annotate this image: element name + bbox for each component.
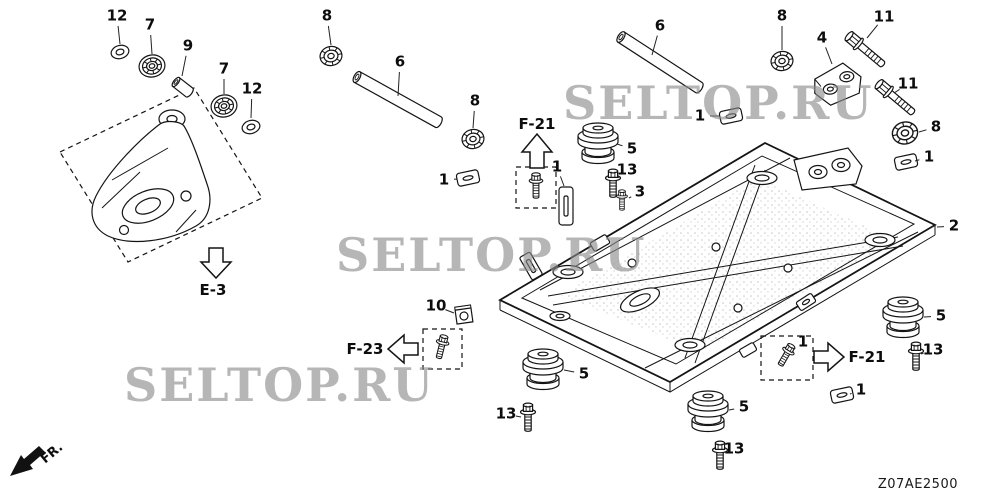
part-callout-9[interactable]: 9 — [182, 36, 194, 55]
part-callout-6[interactable]: 6 — [654, 16, 666, 35]
leader-line — [918, 129, 927, 133]
part-callout-11[interactable]: 11 — [897, 74, 919, 93]
part-callout-12[interactable]: 12 — [241, 79, 263, 98]
part-callout-13[interactable]: 13 — [922, 340, 944, 359]
f21-right-arrow-icon — [813, 341, 846, 373]
part-callout-13[interactable]: 13 — [495, 404, 517, 423]
part-callout-1[interactable]: 1 — [551, 157, 563, 176]
part-callout-7[interactable]: 7 — [144, 15, 156, 34]
reference-label-f-21[interactable]: F-21 — [518, 115, 556, 133]
part-callout-1[interactable]: 1 — [438, 170, 450, 189]
leader-line — [559, 176, 565, 187]
part-callout-1[interactable]: 1 — [855, 380, 867, 399]
engine-bed-plate-part — [498, 141, 937, 393]
e3-down-arrow-icon — [199, 247, 233, 280]
leader-line — [515, 415, 522, 418]
leader-line — [866, 24, 879, 39]
leader-line — [327, 25, 332, 46]
f21-right-fastener-box — [760, 335, 814, 381]
leader-line — [628, 196, 632, 199]
leader-line — [150, 34, 153, 55]
reference-label-f-23[interactable]: F-23 — [346, 340, 384, 358]
part-callout-1[interactable]: 1 — [797, 332, 809, 351]
leader-line — [181, 55, 187, 77]
part-callout-8[interactable]: 8 — [776, 6, 788, 25]
part-callout-1[interactable]: 1 — [923, 147, 935, 166]
leader-line — [445, 309, 455, 314]
f23-fastener-box — [422, 328, 463, 370]
reference-label-f-21[interactable]: F-21 — [848, 348, 886, 366]
leader-line — [651, 35, 658, 56]
part-callout-13[interactable]: 13 — [723, 439, 745, 458]
leader-line — [563, 369, 575, 373]
part-callout-13[interactable]: 13 — [616, 160, 638, 179]
part-callout-4[interactable]: 4 — [816, 28, 828, 47]
part-callout-8[interactable]: 8 — [469, 91, 481, 110]
leader-lines — [117, 24, 945, 454]
leader-line — [617, 176, 620, 179]
front-direction-arrow — [10, 446, 45, 476]
leader-line — [616, 143, 623, 147]
part-callout-2[interactable]: 2 — [948, 216, 960, 235]
leader-line — [792, 347, 796, 351]
part-callout-3[interactable]: 3 — [634, 182, 646, 201]
part-callout-12[interactable]: 12 — [106, 6, 128, 25]
leader-line — [920, 352, 924, 355]
part-callout-1[interactable]: 1 — [694, 106, 706, 125]
leader-line — [825, 47, 833, 65]
leader-line — [728, 408, 735, 411]
leader-line — [397, 71, 400, 97]
leader-line — [849, 392, 852, 395]
leader-line — [472, 110, 475, 129]
f23-left-arrow-icon — [386, 333, 419, 365]
part-callout-5[interactable]: 5 — [626, 139, 638, 158]
e3-bracket-part — [91, 109, 211, 243]
leader-line — [250, 98, 253, 119]
f21-up-arrow-icon — [520, 132, 554, 169]
leader-line — [914, 159, 920, 162]
part-callout-10[interactable]: 10 — [425, 296, 447, 315]
part-callout-8[interactable]: 8 — [321, 6, 333, 25]
part-callout-7[interactable]: 7 — [218, 59, 230, 78]
part-callout-5[interactable]: 5 — [738, 397, 750, 416]
diagram-code: Z07AE2500 — [877, 477, 958, 492]
part-callout-11[interactable]: 11 — [873, 7, 895, 26]
leader-line — [893, 88, 900, 94]
reference-label-e-3[interactable]: E-3 — [199, 281, 227, 299]
part-callout-5[interactable]: 5 — [935, 306, 947, 325]
part-callout-6[interactable]: 6 — [394, 52, 406, 71]
part-callout-8[interactable]: 8 — [930, 117, 942, 136]
part-callout-5[interactable]: 5 — [578, 364, 590, 383]
leader-line — [117, 25, 121, 45]
